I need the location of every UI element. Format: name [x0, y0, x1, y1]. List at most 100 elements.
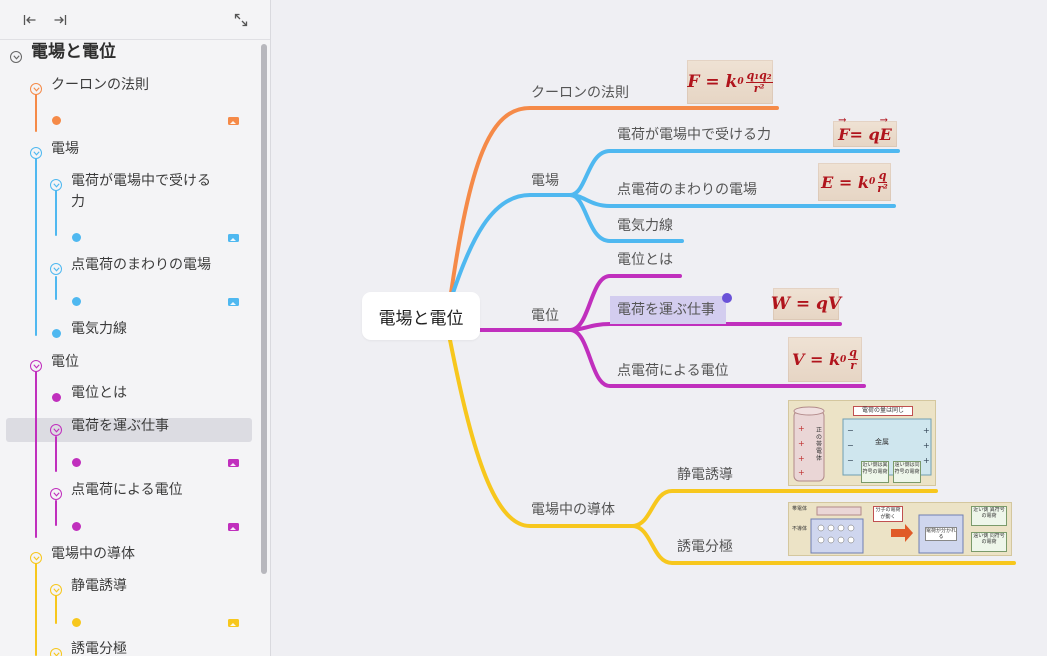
image-icon[interactable] — [228, 234, 239, 242]
node-induction[interactable]: 静電誘導 — [677, 467, 733, 483]
mindmap-root-node[interactable]: 電場と電位 — [362, 292, 480, 340]
polarization-note-1: 近い側 異符号の電荷 — [971, 506, 1007, 526]
induction-box-title: 電荷の量は同じ — [853, 406, 913, 416]
formula-lhs: F = k — [687, 72, 738, 92]
chevron-down-icon — [32, 86, 40, 92]
outline-item-coulomb[interactable]: クーロンの法則 — [51, 77, 149, 93]
outline-item-induction[interactable]: 静電誘導 — [71, 578, 127, 594]
outline-toggle-polarization[interactable] — [50, 648, 62, 656]
illustration-polarization[interactable]: 帯電体 不導体 分子の電荷が動く 電荷が分かれる 近い側 異符号の電荷 遠い側 … — [788, 502, 1012, 556]
node-point-field[interactable]: 点電荷のまわりの電場 — [617, 182, 757, 198]
svg-text:+: + — [923, 441, 930, 450]
illustration-induction[interactable]: ++++ −−− +++ 正の帯電体 電荷の量は同じ 金属 近い側は異符号の電荷… — [788, 400, 936, 486]
outline-item-force[interactable]: 電荷が電場中で受ける力 — [71, 173, 211, 210]
mindmap-connectors — [448, 106, 1016, 565]
branch-work — [568, 322, 842, 332]
node-coulomb[interactable]: クーロンの法則 — [531, 85, 629, 101]
outline-root-label[interactable]: 電場と電位 — [31, 42, 116, 62]
outline-toggle-conductor[interactable] — [30, 552, 42, 564]
outline-line-blue — [35, 154, 37, 336]
fullscreen-button[interactable] — [231, 10, 251, 30]
outline-toggle-work[interactable] — [50, 424, 62, 436]
induction-metal-label: 金属 — [875, 438, 889, 446]
outline-item-potential[interactable]: 電位 — [51, 354, 79, 370]
induction-cylinder-label: 正の帯電体 — [816, 427, 823, 462]
node-drag-handle[interactable] — [722, 293, 732, 303]
collapse-left-button[interactable] — [20, 10, 40, 30]
formula-image-force[interactable]: F = qE — [833, 115, 897, 147]
outline-bullet — [72, 522, 81, 531]
polarization-top-label: 帯電体 — [792, 506, 808, 512]
outline-bullet — [72, 297, 81, 306]
node-conductor[interactable]: 電場中の導体 — [531, 502, 615, 518]
branch-lines — [568, 193, 684, 243]
outline-toggle-point-potential[interactable] — [50, 488, 62, 500]
chevron-down-icon — [52, 651, 60, 656]
outline-toggle-coulomb[interactable] — [30, 83, 42, 95]
chevron-down-icon — [52, 266, 60, 272]
formula-denominator: r² — [877, 181, 888, 195]
outline-scrollbar[interactable] — [261, 44, 267, 574]
image-icon[interactable] — [228, 298, 239, 306]
outline-toggle-point-field[interactable] — [50, 263, 62, 275]
outline-toggle-field[interactable] — [30, 147, 42, 159]
image-icon[interactable] — [228, 117, 239, 125]
node-potential[interactable]: 電位 — [531, 308, 559, 324]
outline-bullet — [72, 233, 81, 242]
image-icon[interactable] — [228, 523, 239, 531]
formula-lhs: V = k — [791, 350, 841, 369]
mindmap-canvas[interactable]: 電場と電位 クーロンの法則 電場 電荷が電場中で受ける力 点電荷のまわりの電場 … — [272, 0, 1047, 656]
branch-induction — [630, 489, 938, 528]
node-lines[interactable]: 電気力線 — [617, 218, 673, 234]
image-icon[interactable] — [228, 619, 239, 627]
svg-text:+: + — [798, 439, 805, 448]
svg-text:+: + — [798, 424, 805, 433]
outline-toggle-root[interactable] — [10, 51, 22, 63]
svg-text:−: − — [847, 426, 854, 435]
chevron-down-icon — [52, 491, 60, 497]
outline-line-orange — [35, 90, 37, 132]
outline-toggle-potential[interactable] — [30, 360, 42, 372]
polarization-mid-note: 分子の電荷が動く — [873, 506, 903, 522]
chevron-down-icon — [52, 587, 60, 593]
outline-item-point-field[interactable]: 点電荷のまわりの電場 — [71, 257, 211, 273]
outline-item-lines[interactable]: 電気力線 — [71, 321, 127, 337]
outline-selected-row[interactable] — [6, 418, 252, 442]
branch-point-potential — [568, 328, 866, 388]
formula-image-work[interactable]: W = qV — [771, 288, 841, 320]
polarization-note-2: 遠い側 同符号の電荷 — [971, 532, 1007, 552]
chevron-down-icon — [52, 427, 60, 433]
outline-toggle-induction[interactable] — [50, 584, 62, 596]
node-work[interactable]: 電荷を運ぶ仕事 — [617, 302, 715, 318]
outline-item-work[interactable]: 電荷を運ぶ仕事 — [71, 418, 169, 434]
node-potential-def[interactable]: 電位とは — [617, 252, 673, 268]
branch-field — [448, 193, 572, 304]
expand-right-button[interactable] — [50, 10, 70, 30]
selected-node-highlight — [610, 296, 726, 324]
node-field[interactable]: 電場 — [531, 173, 559, 189]
image-icon[interactable] — [228, 459, 239, 467]
outline-toggle-force[interactable] — [50, 179, 62, 191]
outline-item-polarization[interactable]: 誘電分極 — [71, 641, 127, 656]
outline-item-field[interactable]: 電場 — [51, 141, 79, 157]
formula-denominator: r² — [753, 81, 765, 95]
outline-sidebar: 電場と電位 クーロンの法則 電場 電荷が電場中で受ける力 点電荷のまわりの電 — [0, 0, 271, 656]
outline-line-purple-sub1 — [55, 436, 57, 472]
node-point-potential[interactable]: 点電荷による電位 — [617, 363, 729, 379]
outline-item-conductor[interactable]: 電場中の導体 — [51, 546, 135, 562]
branch-polarization — [630, 524, 1016, 565]
node-force[interactable]: 電荷が電場中で受ける力 — [617, 127, 771, 143]
node-polarization[interactable]: 誘電分極 — [677, 539, 733, 555]
outline-item-point-potential[interactable]: 点電荷による電位 — [71, 482, 183, 498]
outline-item-potential-def[interactable]: 電位とは — [71, 385, 127, 401]
branch-conductor — [448, 338, 634, 528]
formula-numerator: q — [877, 168, 888, 183]
induction-near-note: 近い側は異符号の電荷 — [861, 461, 889, 483]
formula-vector-f: F — [838, 115, 849, 144]
chevron-down-icon — [32, 150, 40, 156]
